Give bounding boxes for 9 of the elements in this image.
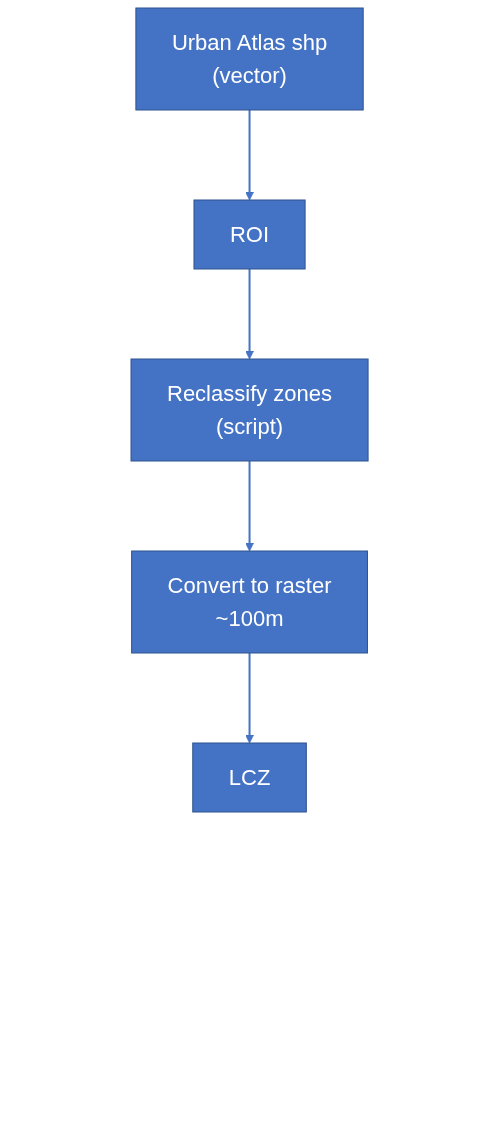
node-box: Convert to raster ~100m	[131, 550, 368, 654]
node-box: Urban Atlas shp (vector)	[135, 7, 364, 111]
node-box: ROI	[193, 199, 306, 270]
node-box: Reclassify zones (script)	[130, 358, 369, 462]
arrow	[245, 652, 254, 744]
arrow	[245, 109, 254, 201]
node-box: LCZ	[192, 742, 307, 813]
arrow	[245, 460, 254, 552]
arrow	[245, 268, 254, 360]
